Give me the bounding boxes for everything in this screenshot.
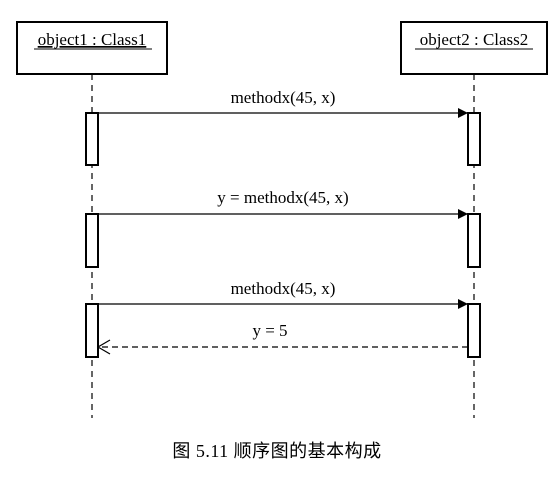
figure-caption: 图 5.11 顺序图的基本构成: [172, 441, 382, 461]
object2-activation-2: [467, 213, 481, 268]
object2-activation-1: [467, 112, 481, 166]
object1-activation-3: [85, 303, 99, 358]
return-arrowhead: [96, 339, 111, 355]
object1-activation-2: [85, 213, 99, 268]
message-1-label: methodx(45, x): [231, 88, 336, 107]
object1-box: object1 : Class1: [16, 21, 168, 75]
return-message-label: y = 5: [252, 321, 287, 340]
object1-label: object1 : Class1: [38, 30, 147, 49]
message-3-label: methodx(45, x): [231, 279, 336, 298]
object2-label: object2 : Class2: [420, 30, 529, 49]
object1-activation-1: [85, 112, 99, 166]
object2-box: object2 : Class2: [400, 21, 548, 75]
message-2-label: y = methodx(45, x): [217, 188, 348, 207]
object2-activation-3: [467, 303, 481, 358]
